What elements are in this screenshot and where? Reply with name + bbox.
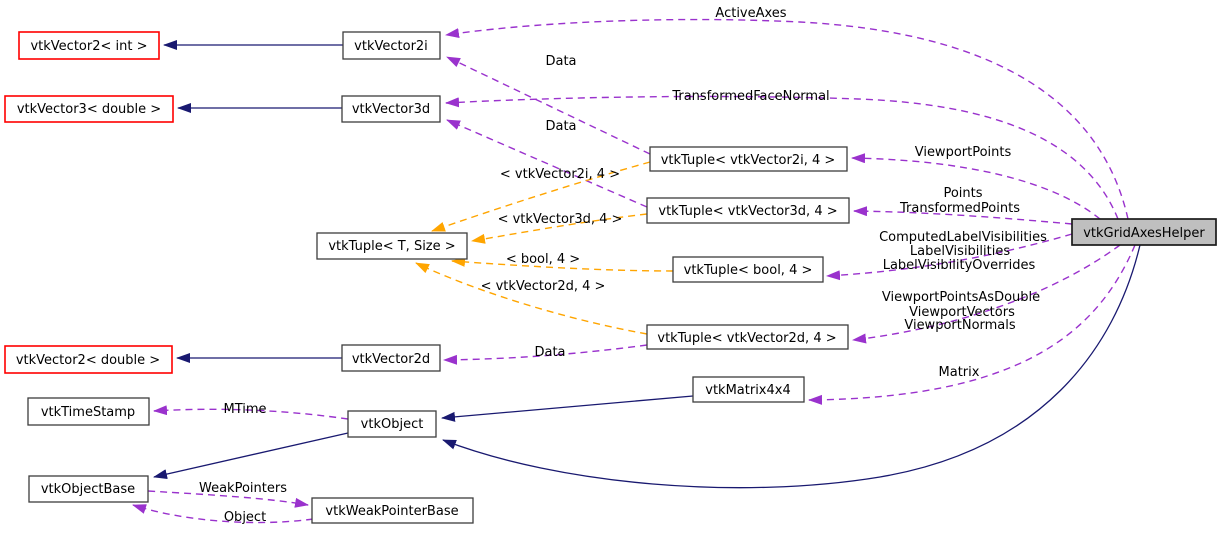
node-vtkvector2i-box[interactable] (342, 31, 441, 60)
edge-usage-viewportbundle (852, 244, 1121, 344)
node-vtktuple-bool-4[interactable]: vtkTuple< bool, 4 > (672, 256, 824, 283)
node-vtkobject-label: vtkObject (361, 417, 424, 432)
edge-usage-data-vec3d (446, 119, 648, 208)
edge-label-viewportvectors: ViewportVectors (909, 305, 1015, 320)
edge-inherit-main-object (442, 244, 1141, 489)
node-vtkgridaxeshelper-label: vtkGridAxesHelper (1083, 226, 1205, 241)
node-vtkvector2d-label: vtkVector2d (352, 352, 430, 367)
edge-label-viewportpointsasdouble: ViewportPointsAsDouble (882, 290, 1040, 305)
edge-usage-labelvisibilities (826, 233, 1073, 281)
edge-template-bool4 (451, 256, 674, 272)
node-vtkobjectbase-box[interactable] (28, 475, 149, 503)
node-vtkvector2i-label: vtkVector2i (354, 39, 428, 54)
node-vtktuple-vtkvector2i-4[interactable]: vtkTuple< vtkVector2i, 4 > (649, 146, 848, 172)
edge-label-weakpointers: WeakPointers (199, 481, 287, 496)
edge-inherit-object-objectbase (153, 432, 349, 480)
edge-label-computedlabelvisibilities: ComputedLabelVisibilities (879, 230, 1047, 245)
edge-label-template-bool4: < bool, 4 > (506, 252, 580, 267)
edge-usage-data-vec2i (446, 56, 651, 155)
edge-inherit-matrix4x4-object (441, 395, 694, 422)
node-vtkobjectbase-label: vtkObjectBase (41, 482, 135, 497)
edge-label-object: Object (224, 510, 266, 525)
node-vtktimestamp[interactable]: vtkTimeStamp (27, 397, 150, 426)
edge-usage-points (853, 206, 1073, 225)
node-vtktuple-vtkvector3d-4[interactable]: vtkTuple< vtkVector3d, 4 > (646, 197, 850, 224)
node-vtktimestamp-label: vtkTimeStamp (41, 405, 135, 420)
node-vtktuple-vtkvector2d-4[interactable]: vtkTuple< vtkVector2d, 4 > (646, 324, 849, 350)
node-vtkvector3-double-label: vtkVector3< double > (17, 102, 161, 117)
edge-label-labelvisibilities: LabelVisibilities (910, 244, 1010, 259)
node-vtkvector2d-box[interactable] (341, 344, 441, 372)
node-vtkweakpointerbase-box[interactable] (311, 497, 474, 524)
node-vtkvector2-int-label: vtkVector2< int > (30, 39, 147, 54)
edge-usage-mtime (153, 405, 349, 420)
edge-label-template-vec3d4: < vtkVector3d, 4 > (498, 212, 623, 227)
edge-label-data-3d: Data (545, 119, 576, 134)
edge-usage-object (132, 504, 314, 524)
node-vtkgridaxeshelper-box (1071, 218, 1217, 246)
node-vtktuple-bool-4-box[interactable] (672, 256, 824, 283)
node-vtkvector3d-label: vtkVector3d (352, 102, 430, 117)
node-vtkvector2-double[interactable]: vtkVector2< double > (4, 345, 173, 374)
node-vtkvector2-double-label: vtkVector2< double > (16, 353, 160, 368)
edge-template-vec2d4 (415, 262, 648, 335)
edge-label-viewportnormals: ViewportNormals (904, 318, 1016, 333)
node-vtkvector2-int-box[interactable] (18, 31, 160, 60)
edge-label-data-2d: Data (534, 345, 565, 360)
node-vtktuple-vtkvector2d-4-label: vtkTuple< vtkVector2d, 4 > (657, 331, 836, 346)
node-vtkvector3d-box[interactable] (341, 95, 441, 123)
node-vtkvector2d[interactable]: vtkVector2d (341, 344, 441, 372)
node-vtkvector3-double-box[interactable] (4, 95, 174, 123)
node-vtkobject[interactable]: vtkObject (347, 410, 437, 438)
edge-label-labelvisibilityoverrides: LabelVisibilityOverrides (883, 258, 1036, 273)
node-vtkweakpointerbase[interactable]: vtkWeakPointerBase (311, 497, 474, 524)
node-vtktuple-vtkvector2i-4-box[interactable] (649, 146, 848, 172)
edge-template-vec2i4 (431, 161, 651, 232)
edge-usage-data-vec2d (443, 344, 648, 365)
edge-label-viewportpoints: ViewportPoints (915, 145, 1012, 160)
node-vtkmatrix4x4-box[interactable] (692, 376, 805, 403)
node-vtkvector2i[interactable]: vtkVector2i (342, 31, 441, 60)
node-vtkvector3d[interactable]: vtkVector3d (341, 95, 441, 123)
node-vtkweakpointerbase-label: vtkWeakPointerBase (325, 504, 458, 519)
node-vtkobjectbase[interactable]: vtkObjectBase (28, 475, 149, 503)
node-vtktuple-t-size-label: vtkTuple< T, Size > (328, 239, 455, 254)
node-vtktuple-vtkvector2i-4-label: vtkTuple< vtkVector2i, 4 > (661, 153, 836, 168)
edge-usage-viewportpoints (851, 153, 1101, 220)
edge-label-transformedfacenormal: TransformedFaceNormal (671, 89, 829, 104)
node-vtktimestamp-box[interactable] (27, 397, 150, 426)
edge-label-template-vec2d4: < vtkVector2d, 4 > (481, 279, 606, 294)
edge-label-mtime: MTime (223, 402, 266, 417)
edge-usage-weakpointers (147, 490, 309, 508)
node-vtkgridaxeshelper: vtkGridAxesHelper (1071, 218, 1217, 246)
edge-usage-activeaxes (445, 18, 1129, 220)
node-vtktuple-t-size-box[interactable] (316, 232, 468, 260)
node-vtktuple-vtkvector2d-4-box[interactable] (646, 324, 849, 350)
node-vtkvector2-int[interactable]: vtkVector2< int > (18, 31, 160, 60)
node-vtktuple-vtkvector3d-4-label: vtkTuple< vtkVector3d, 4 > (658, 204, 837, 219)
node-vtktuple-bool-4-label: vtkTuple< bool, 4 > (684, 263, 813, 278)
edge-label-transformedpoints: TransformedPoints (899, 201, 1020, 216)
node-vtkobject-box[interactable] (347, 410, 437, 438)
node-vtkvector2-double-box[interactable] (4, 345, 173, 374)
edge-label-matrix: Matrix (939, 365, 980, 380)
node-vtkmatrix4x4-label: vtkMatrix4x4 (705, 383, 790, 398)
edge-label-activeaxes: ActiveAxes (715, 6, 786, 21)
node-vtkvector3-double[interactable]: vtkVector3< double > (4, 95, 174, 123)
edge-template-vec3d4 (471, 213, 648, 244)
node-vtkmatrix4x4[interactable]: vtkMatrix4x4 (692, 376, 805, 403)
edge-usage-transformedfacenormal (445, 95, 1119, 220)
edge-label-points: Points (943, 186, 982, 201)
edge-usage-matrix (808, 244, 1136, 405)
node-vtktuple-vtkvector3d-4-box[interactable] (646, 197, 850, 224)
edge-label-data-2i: Data (545, 54, 576, 69)
edge-label-template-vec2i4: < vtkVector2i, 4 > (500, 167, 620, 182)
node-vtktuple-t-size[interactable]: vtkTuple< T, Size > (316, 232, 468, 260)
